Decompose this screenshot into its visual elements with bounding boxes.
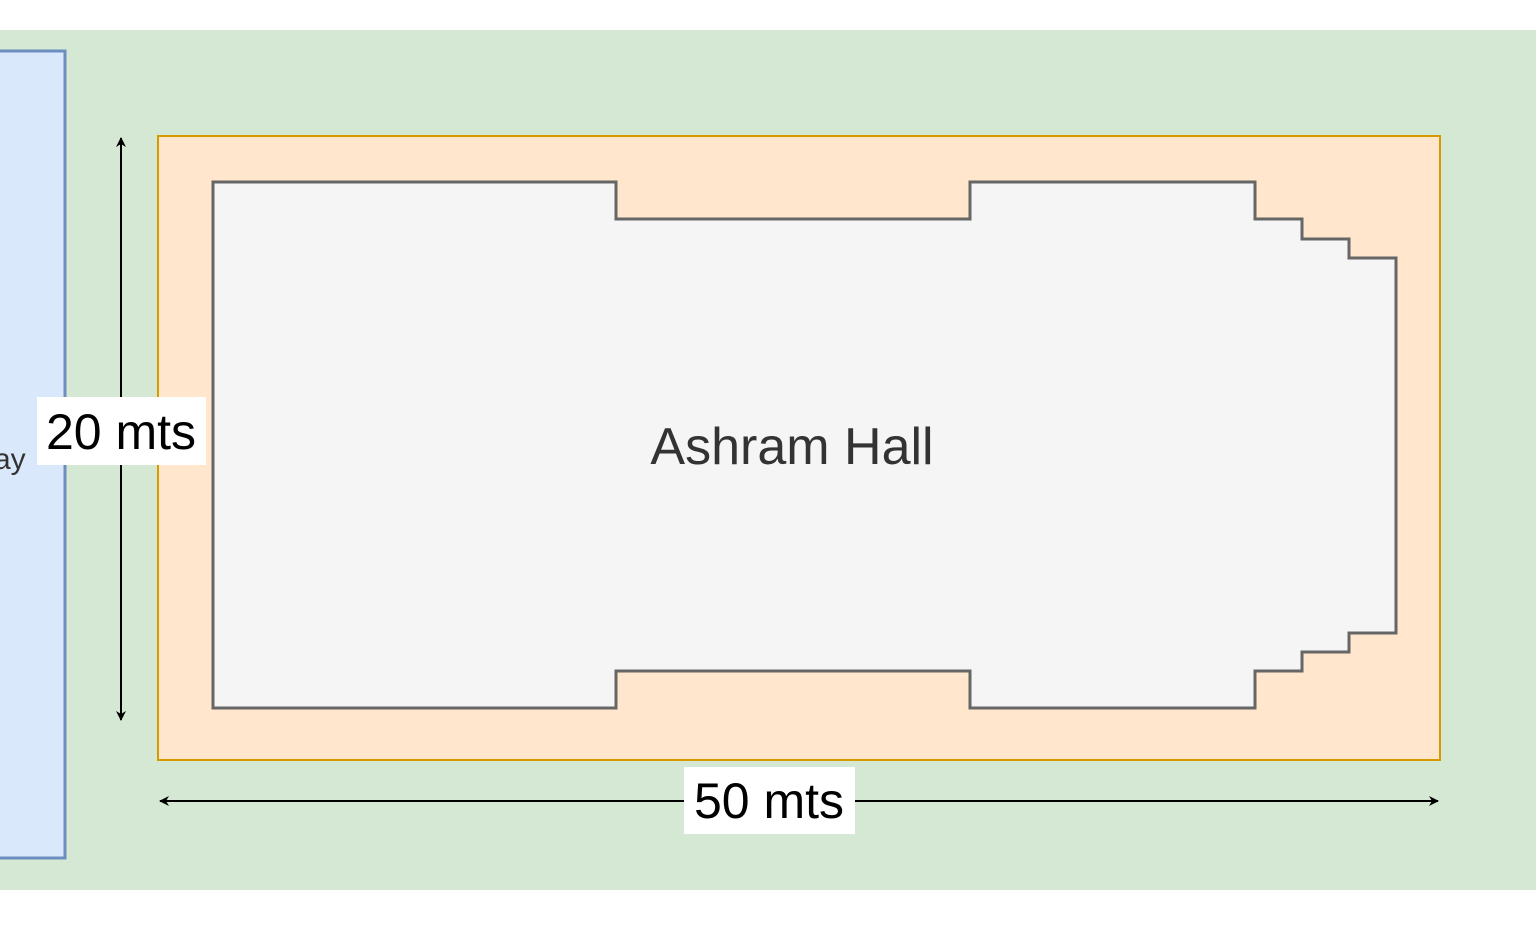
height-label-background <box>37 397 206 465</box>
hall-label: Ashram Hall <box>650 418 933 476</box>
width-dimension-label: 50 mts <box>694 773 844 829</box>
height-dimension-label: 20 mts <box>46 404 196 460</box>
road-label: ay <box>0 443 26 476</box>
hall-outline <box>211 180 1398 710</box>
width-label-background <box>684 767 855 834</box>
